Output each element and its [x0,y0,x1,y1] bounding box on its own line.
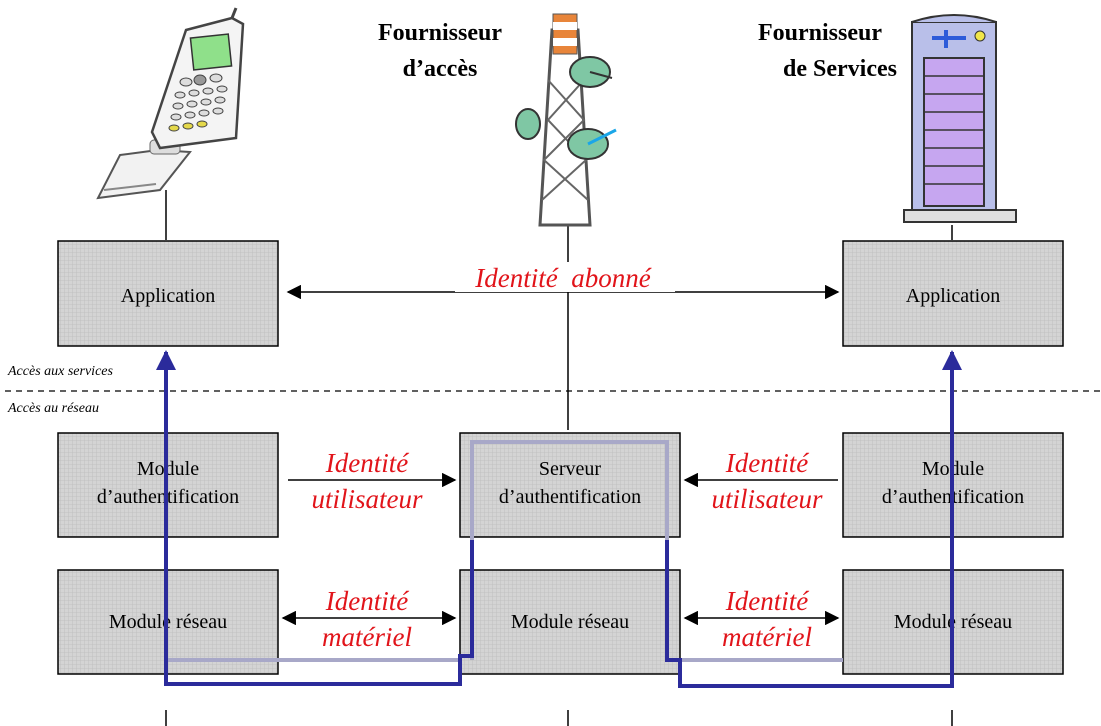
identity-user-left-2: utilisateur [311,484,422,514]
box-center-network-module: Module réseau [459,569,681,675]
auth-path-left [156,350,474,686]
title-service-provider-2: de Services [783,56,897,82]
box-right-application: Application [842,240,1064,347]
box-label: Application [121,285,215,307]
box-label: Module réseau [511,611,629,633]
box-auth-server: Serveur d’authentification [459,432,681,538]
mobile-phone-icon [96,7,245,200]
identity-user-right: Identité [725,448,809,478]
vertical-lines [165,190,953,726]
antenna-tower-icon [515,13,617,227]
auth-path-right [665,350,962,688]
identity-hardware-left-2: matériel [322,622,412,652]
identity-arrows [281,284,840,626]
identity-user-right-2: utilisateur [711,484,822,514]
box-label: Serveur [539,458,602,480]
box-label: Module [137,458,199,480]
title-access-provider-1: Fournisseur [378,20,502,46]
label-network-access: Accès au réseau [7,401,99,416]
box-left-application: Application [57,240,279,347]
title-service-provider-1: Fournisseur [758,20,882,46]
server-tower-icon [903,14,1017,223]
identity-subscriber: Identité abonné [474,263,651,293]
identity-user-left: Identité [325,448,409,478]
label-services-access: Accès aux services [7,364,113,379]
box-label: Application [906,285,1000,307]
server-trace [168,440,843,662]
box-label: d’authentification [499,486,641,508]
identity-hardware-left: Identité [325,586,409,616]
identity-hardware-right-2: matériel [722,622,812,652]
identity-hardware-right: Identité [725,586,809,616]
title-access-provider-2: d’accès [403,56,478,82]
